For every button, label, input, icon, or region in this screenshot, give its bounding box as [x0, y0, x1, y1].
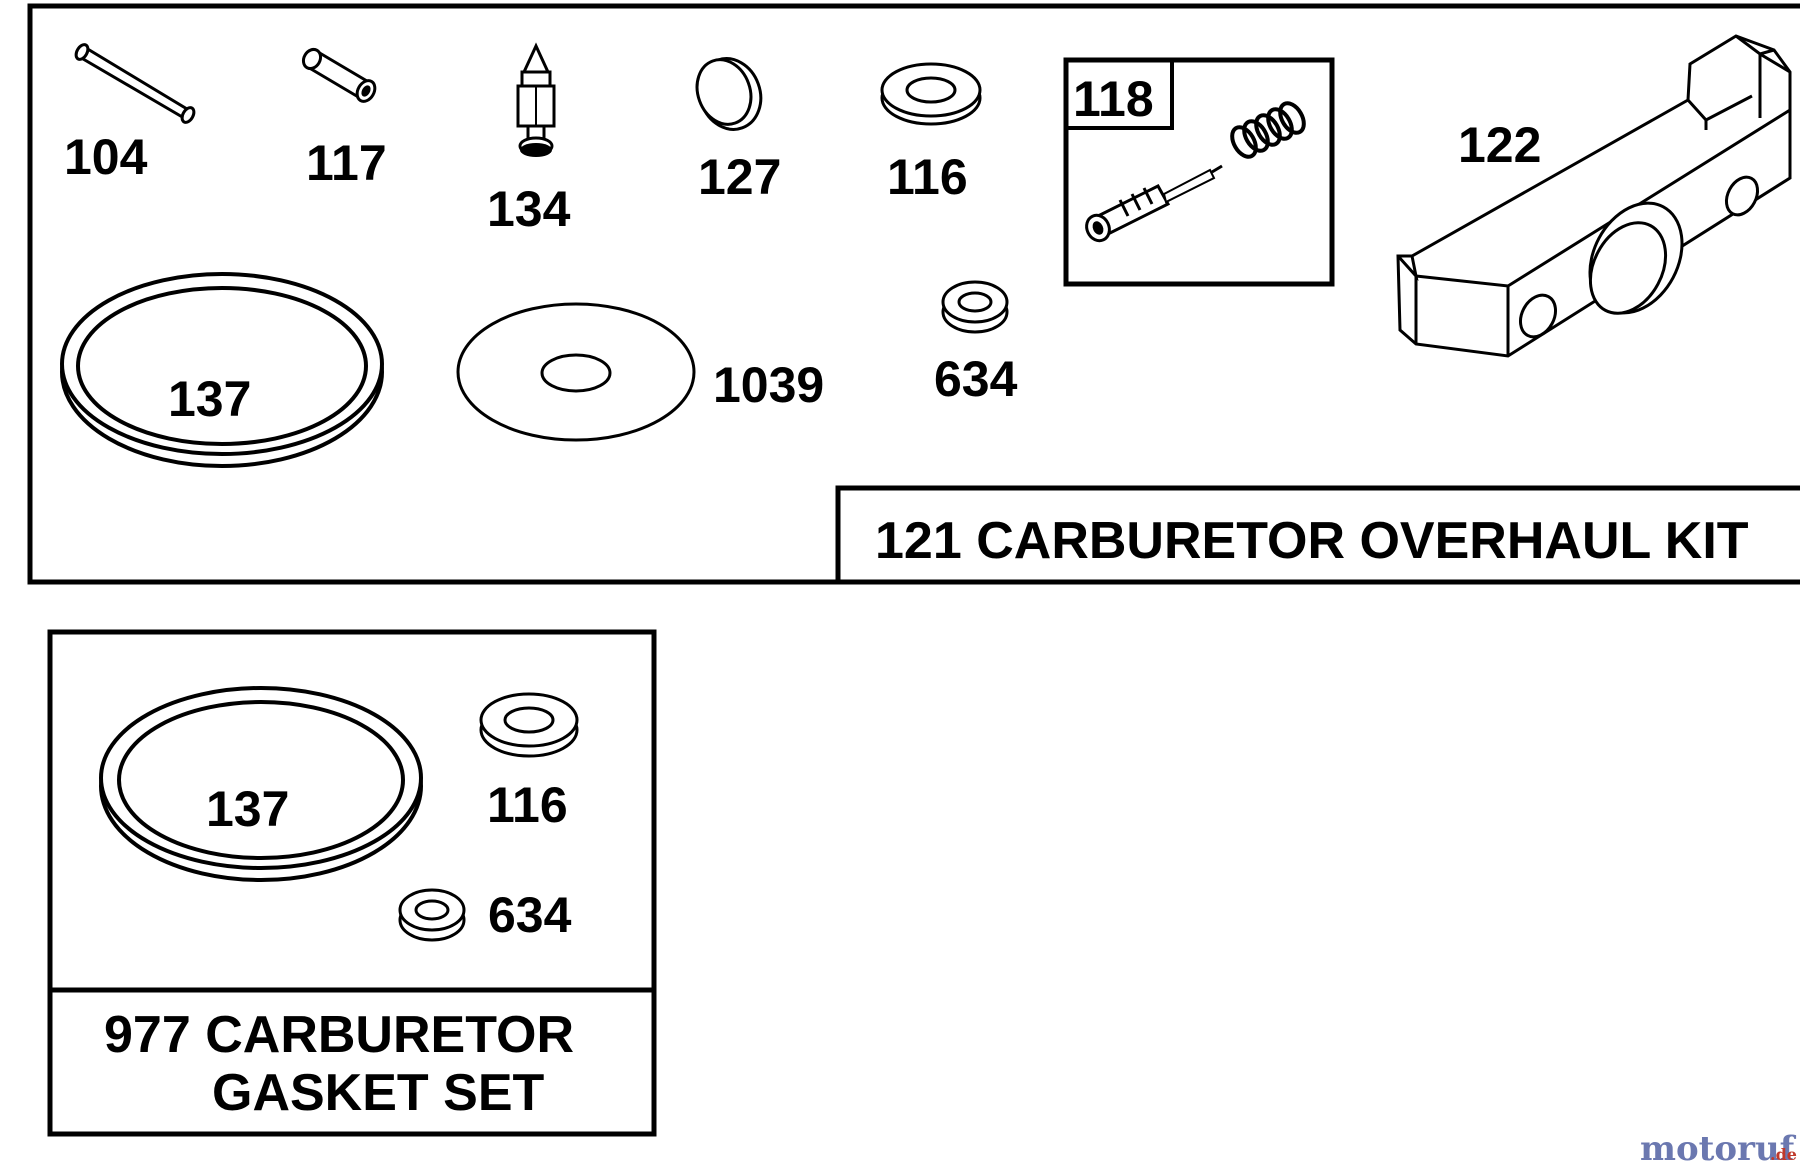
- part-137-bowl-gasket: [60, 272, 384, 468]
- gasket-set-title-line1: 977 CARBURETOR: [104, 1006, 574, 1064]
- gasket-set-part-634: [398, 888, 466, 942]
- part-116-washer: [880, 62, 982, 126]
- part-134-needle-valve: [516, 42, 556, 157]
- part-118-box: 118: [1063, 57, 1335, 287]
- watermark: motoruf .de: [1640, 1129, 1797, 1169]
- gasket-set-label-634: 634: [488, 887, 572, 943]
- label-1039: 1039: [713, 357, 824, 413]
- part-634-washer: [941, 280, 1009, 334]
- gasket-set-frame: [47, 629, 657, 1137]
- part-104-pin: [74, 43, 196, 124]
- label-122: 122: [1458, 117, 1541, 173]
- label-118: 118: [1073, 71, 1154, 127]
- overhaul-kit-panel: 121 CARBURETOR OVERHAUL KIT: [27, 3, 1800, 585]
- gasket-set-panel: 977 CARBURETOR GASKET SET: [47, 629, 657, 1137]
- overhaul-kit-title-box: [835, 485, 1800, 582]
- label-634: 634: [934, 351, 1018, 407]
- watermark-text: motoruf: [1640, 1129, 1797, 1169]
- part-122-insulator: [1396, 34, 1792, 358]
- gasket-set-label-137: 137: [206, 781, 289, 837]
- gasket-set-part-116: [479, 692, 579, 758]
- label-116: 116: [887, 149, 968, 205]
- overhaul-kit-title: 121 CARBURETOR OVERHAUL KIT: [875, 512, 1749, 570]
- gasket-set-title-line2: GASKET SET: [212, 1064, 544, 1122]
- label-104: 104: [64, 129, 148, 185]
- part-117-tube: [301, 47, 377, 103]
- label-137: 137: [168, 371, 251, 427]
- part-1039-diaphragm: [456, 302, 696, 442]
- gasket-set-part-137: [99, 686, 423, 882]
- mixture-screw: [1085, 164, 1223, 243]
- label-127: 127: [698, 149, 781, 205]
- spring: [1230, 101, 1306, 159]
- part-127-welch-plug: [695, 57, 763, 131]
- gasket-set-label-116: 116: [487, 777, 568, 833]
- watermark-suffix: .de: [1770, 1145, 1797, 1164]
- label-117: 117: [306, 135, 387, 191]
- label-134: 134: [487, 181, 571, 237]
- overhaul-kit-frame: [27, 3, 1800, 585]
